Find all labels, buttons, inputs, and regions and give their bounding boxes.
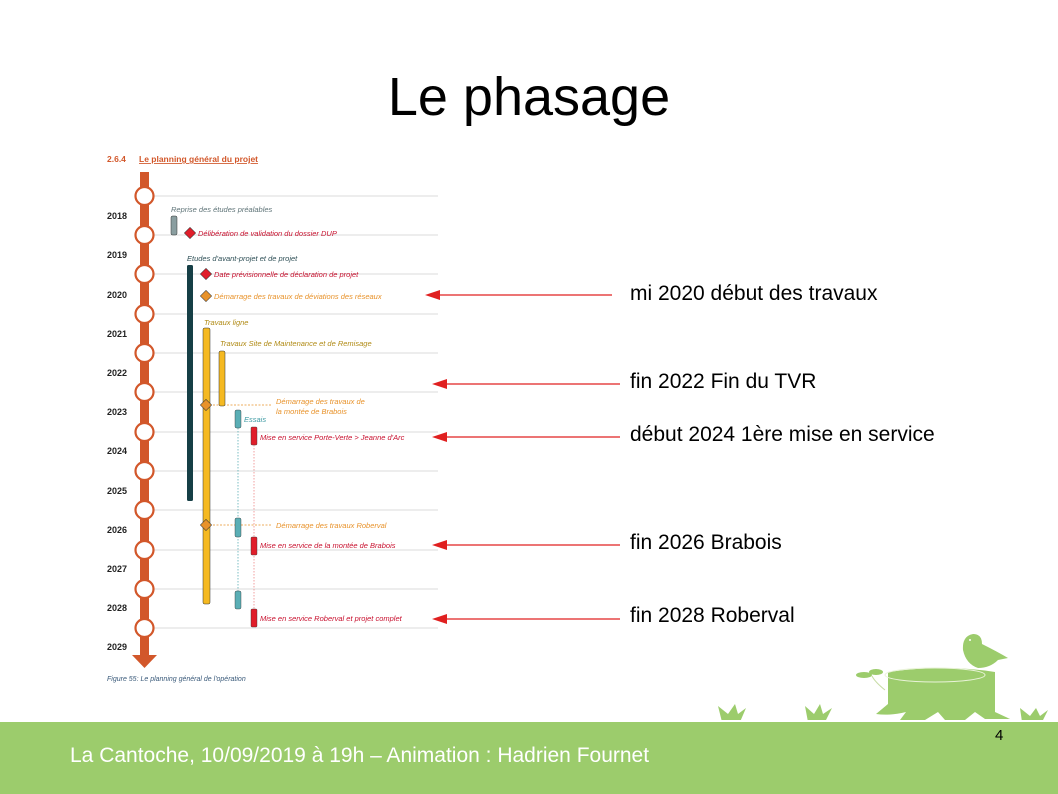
- year-label: 2028: [107, 603, 127, 613]
- arrow-head-icon: [432, 379, 447, 389]
- year-label: 2021: [107, 329, 127, 339]
- label-demarrage-roberval: Démarrage des travaux Roberval: [276, 521, 387, 530]
- annotation-start-works: mi 2020 début des travaux: [630, 282, 878, 305]
- milestone-diamond-icon: [199, 398, 213, 412]
- section-title: Le planning général du projet: [139, 154, 258, 164]
- label-demarrage-brabois: Démarrage des travaux de: [276, 397, 365, 406]
- footer-text: La Cantoche, 10/09/2019 à 19h – Animatio…: [70, 744, 650, 767]
- year-markers: [134, 185, 155, 639]
- year-label: 2025: [107, 486, 127, 496]
- page-number: 4: [995, 727, 1004, 744]
- arrow-head-icon: [432, 432, 447, 442]
- year-marker-circle: [134, 342, 155, 364]
- milestone-diamond-icon: [183, 226, 197, 240]
- label-date-previsionnelle: Date prévisionnelle de déclaration de pr…: [214, 270, 359, 279]
- timeline-arrow-icon: [132, 655, 157, 668]
- arrow-head-icon: [425, 290, 440, 300]
- milestone-diamond-icon: [199, 267, 213, 281]
- stump-bird-decoration-icon: [718, 634, 1048, 720]
- planning-diagram: 2.6.4 Le planning général du projet 2018…: [107, 154, 1048, 720]
- bar-essais: [234, 590, 242, 610]
- figure-caption: Figure 55: Le planning général de l'opér…: [107, 676, 246, 683]
- year-marker-circle: [134, 224, 155, 246]
- bar-etudes: [187, 265, 193, 501]
- year-marker-circle: [134, 460, 155, 482]
- year-marker-circle: [134, 381, 155, 403]
- timeline-spine: [140, 172, 149, 657]
- year-label: 2019: [107, 250, 127, 260]
- label-travaux-ligne: Travaux ligne: [204, 318, 248, 327]
- label-demarrage-deviations: Démarrage des travaux de déviations des …: [214, 292, 382, 301]
- year-labels: 2018 2019 2020 2021 2022 2023 2024 2025 …: [107, 211, 127, 652]
- label-deliberation: Délibération de validation du dossier DU…: [198, 229, 337, 238]
- bar-mise-en-service: [250, 608, 258, 628]
- label-mes-porte-verte: Mise en service Porte-Verte > Jeanne d'A…: [260, 433, 405, 442]
- label-mes-roberval: Mise en service Roberval et projet compl…: [260, 614, 403, 623]
- year-marker-circle: [134, 263, 155, 285]
- year-marker-circle: [134, 185, 155, 207]
- bar-essais: [234, 517, 242, 538]
- label-essais: Essais: [244, 415, 266, 424]
- arrow-head-icon: [432, 540, 447, 550]
- bar-mise-en-service: [250, 536, 258, 556]
- year-marker-circle: [134, 421, 155, 443]
- bar-mise-en-service: [250, 426, 258, 446]
- bar-travaux-smr: [218, 350, 226, 407]
- year-marker-circle: [134, 303, 155, 325]
- year-label: 2023: [107, 407, 127, 417]
- year-label: 2026: [107, 525, 127, 535]
- label-demarrage-brabois-2: la montée de Brabois: [276, 407, 347, 416]
- arrow-head-icon: [432, 614, 447, 624]
- label-etudes: Etudes d'avant-projet et de projet: [187, 254, 298, 263]
- label-mes-brabois: Mise en service de la montée de Brabois: [260, 541, 396, 550]
- milestone-diamond-icon: [199, 518, 213, 532]
- annotation-arrows: [425, 290, 620, 624]
- bar-reprise: [170, 215, 178, 236]
- annotation-brabois: fin 2026 Brabois: [630, 531, 782, 554]
- annotation-end-tvr: fin 2022 Fin du TVR: [630, 370, 817, 393]
- year-marker-circle: [134, 617, 155, 639]
- bar-travaux-ligne: [202, 327, 211, 605]
- annotation-first-service: début 2024 1ère mise en service: [630, 423, 935, 446]
- section-number: 2.6.4: [107, 154, 126, 164]
- year-marker-circle: [134, 499, 155, 521]
- year-label: 2022: [107, 368, 127, 378]
- year-label: 2027: [107, 564, 127, 574]
- year-label: 2018: [107, 211, 127, 221]
- footer-bar: La Cantoche, 10/09/2019 à 19h – Animatio…: [0, 722, 1058, 794]
- slide-title: Le phasage: [387, 67, 671, 127]
- year-marker-circle: [134, 578, 155, 600]
- year-label: 2029: [107, 642, 127, 652]
- annotation-roberval: fin 2028 Roberval: [630, 604, 795, 627]
- year-label: 2020: [107, 290, 127, 300]
- year-marker-circle: [134, 539, 155, 561]
- year-label: 2024: [107, 446, 127, 456]
- bar-essais: [234, 409, 242, 429]
- grid-lines: [150, 195, 438, 629]
- label-travaux-smr: Travaux Site de Maintenance et de Remisa…: [220, 339, 372, 348]
- milestone-diamond-icon: [199, 289, 213, 303]
- label-reprise: Reprise des études préalables: [171, 205, 273, 214]
